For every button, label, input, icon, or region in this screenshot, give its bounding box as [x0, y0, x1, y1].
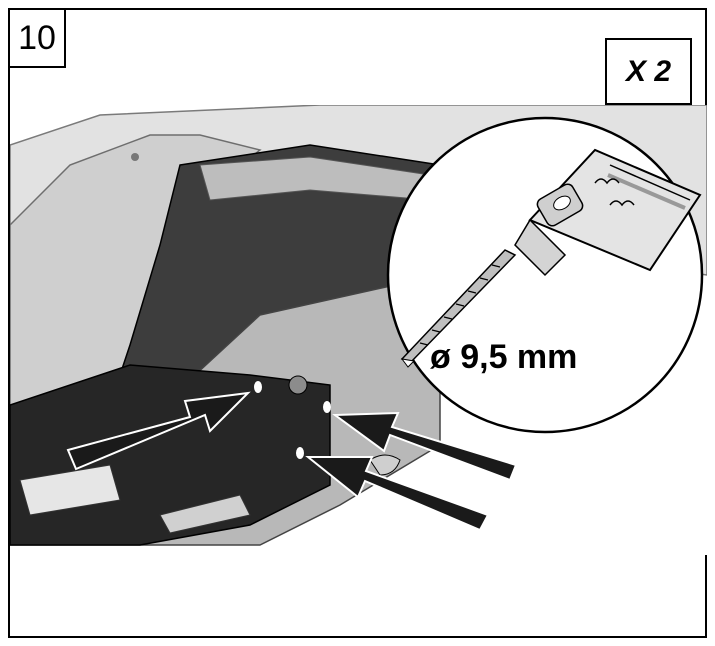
- drill-chuck-icon: [400, 148, 702, 368]
- bracket-detail: [19, 464, 121, 516]
- installation-illustration: ø 9,5 mm: [10, 105, 707, 555]
- step-number: 10: [18, 19, 56, 57]
- pointer-arrow-icon: [332, 411, 518, 482]
- tow-eye: [369, 454, 401, 476]
- drill-hole-2: [323, 401, 331, 413]
- drill-hole-1: [254, 381, 262, 393]
- pointer-arrow-icon: [66, 391, 251, 471]
- drill-hole-3: [296, 447, 304, 459]
- quantity-label: X 2: [625, 55, 672, 88]
- body-rivet: [131, 153, 139, 161]
- pointer-arrow-icon: [305, 456, 490, 532]
- step-number-box: 10: [8, 8, 66, 68]
- bolt-head: [288, 375, 308, 395]
- drill-callout: ø 9,5 mm: [386, 116, 704, 434]
- quantity-box: X 2: [605, 38, 692, 105]
- drill-size-label: ø 9,5 mm: [430, 338, 577, 376]
- bracket-detail-2: [159, 494, 251, 534]
